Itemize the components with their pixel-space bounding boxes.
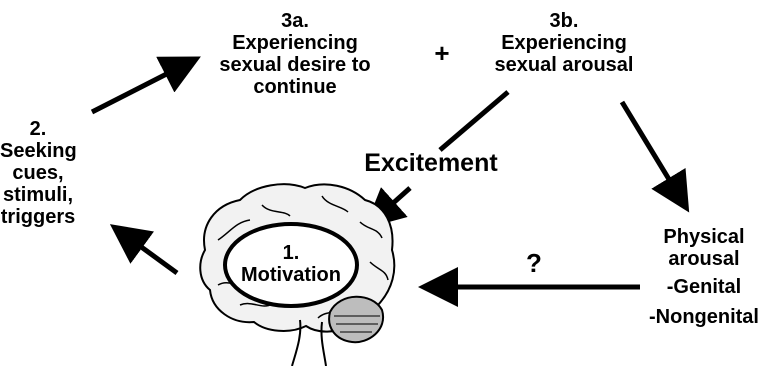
arrow-brain-to-seeking: [109, 224, 179, 276]
stage-2-line3: stimuli,: [2, 184, 73, 206]
arrow-arousal-to-physical: [619, 100, 690, 213]
arrow-seeking-to-desire: [90, 56, 201, 115]
physical-arousal: Physical arousal -Genital -Nongenital: [640, 226, 768, 328]
stage-3a-desire: 3a. Experiencing sexual desire to contin…: [212, 10, 378, 98]
excitement-label: Excitement: [364, 149, 498, 177]
stage-1-number: 1.: [282, 242, 300, 264]
stage-3b-arousal: 3b. Experiencing sexual arousal: [494, 10, 634, 76]
stage-1-label: Motivation: [241, 264, 341, 286]
arrow-arousal-to-excitement: [438, 90, 510, 152]
stage-2-seeking: 2. Seeking cues, stimuli, triggers: [0, 118, 77, 228]
physical-line2: arousal: [668, 248, 740, 270]
physical-item-genital: -Genital: [666, 276, 742, 298]
stage-1-motivation: 1. Motivation: [234, 242, 348, 286]
stage-3a-line2: sexual desire to: [219, 54, 371, 76]
stage-3a-line1: Experiencing: [232, 32, 358, 54]
stage-2-line1: Seeking: [0, 140, 77, 162]
stage-3b-line2: sexual arousal: [494, 54, 634, 76]
physical-line1: Physical: [663, 226, 745, 248]
physical-item-nongenital: -Nongenital: [649, 306, 759, 328]
stage-2-line2: cues,: [12, 162, 64, 184]
stage-3a-number: 3a.: [281, 10, 309, 32]
brain-icon: [199, 183, 396, 366]
stage-3b-number: 3b.: [549, 10, 579, 32]
stage-2-number: 2.: [29, 118, 47, 140]
stage-2-line4: triggers: [0, 206, 76, 228]
stage-3a-line3: continue: [253, 76, 337, 98]
stage-3b-line1: Experiencing: [501, 32, 627, 54]
plus-sign: +: [434, 38, 450, 68]
question-mark: ?: [526, 248, 542, 278]
